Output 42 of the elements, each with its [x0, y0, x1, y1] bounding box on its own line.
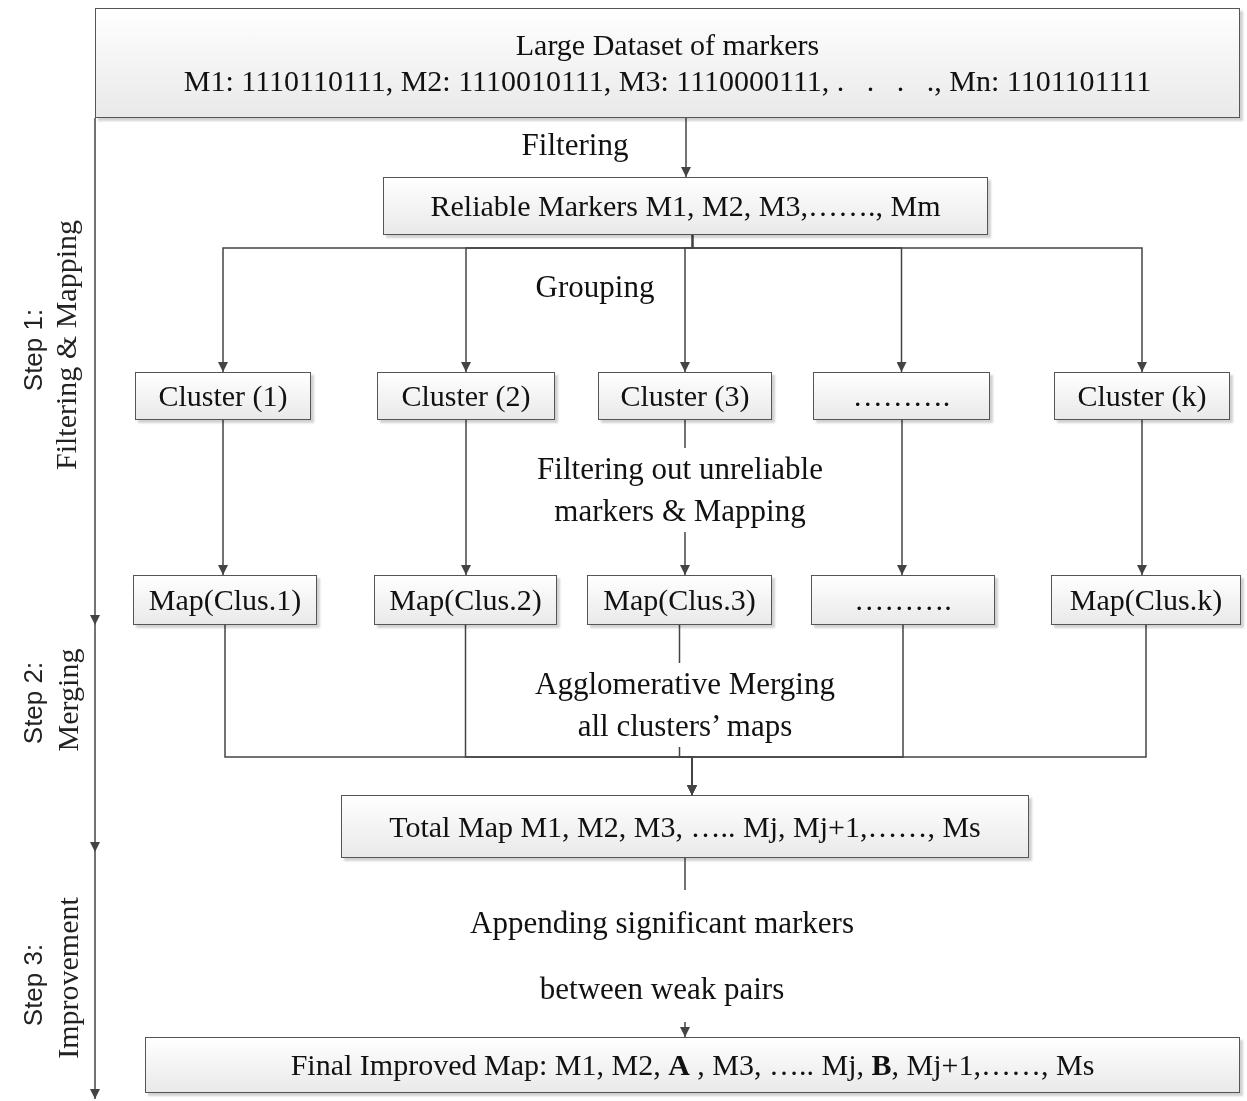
- step-label: Improvement: [51, 897, 85, 1059]
- arrow: [691, 234, 1147, 373]
- arrow: [218, 419, 228, 576]
- box-text: Map(Clus.3): [603, 582, 756, 618]
- box-text: Cluster (3): [620, 378, 750, 414]
- process-box: [1054, 372, 1230, 420]
- process-box: [95, 8, 1240, 118]
- box-text: Cluster (1): [158, 378, 288, 414]
- box-text: Map(Clus.2): [389, 582, 542, 618]
- box-text: Reliable Markers M1, M2, M3,……., Mm: [430, 188, 941, 224]
- step-label: Step 1:: [17, 308, 49, 392]
- box-text: ……….: [854, 582, 952, 618]
- box-text: ……….: [852, 378, 951, 414]
- process-box: [133, 575, 317, 625]
- arrow: [1137, 419, 1147, 576]
- arrow: [461, 419, 471, 576]
- process-box: [813, 372, 990, 420]
- process-box: [341, 795, 1029, 858]
- process-box: [383, 177, 988, 235]
- process-box: [598, 372, 772, 420]
- box-text: Cluster (k): [1077, 378, 1207, 414]
- process-box: [587, 575, 772, 625]
- arrow: [897, 419, 907, 576]
- step-label: Filtering & Mapping: [49, 220, 83, 470]
- box-text: Large Dataset of markers: [515, 27, 820, 63]
- step-label: Step 3:: [17, 943, 49, 1027]
- box-text: Map(Clus.k): [1069, 582, 1223, 618]
- box-text: Total Map M1, M2, M3, ….. Mj, Mj+1,……, Ms: [389, 808, 981, 845]
- process-box: [145, 1037, 1240, 1093]
- process-box: [135, 372, 311, 420]
- process-box: [811, 575, 995, 625]
- step-label: Step 2:: [17, 661, 49, 745]
- arrow: [681, 117, 691, 178]
- arrow: [687, 624, 1147, 796]
- box-text: Map(Clus.1): [148, 582, 302, 618]
- process-box: [377, 372, 555, 420]
- process-box: [1051, 575, 1241, 625]
- step-label: Merging: [51, 648, 85, 752]
- process-box: [374, 575, 557, 625]
- box-text: Cluster (2): [401, 378, 531, 414]
- box-text: Final Improved Map: M1, M2, A , M3, ….. Mj, B, Mj+1,……, Ms: [290, 1047, 1095, 1083]
- box-text: M1: 1110110111, M2: 1110010111, M3: 1110000111, . . . ., Mn: 1101101111: [183, 63, 1152, 99]
